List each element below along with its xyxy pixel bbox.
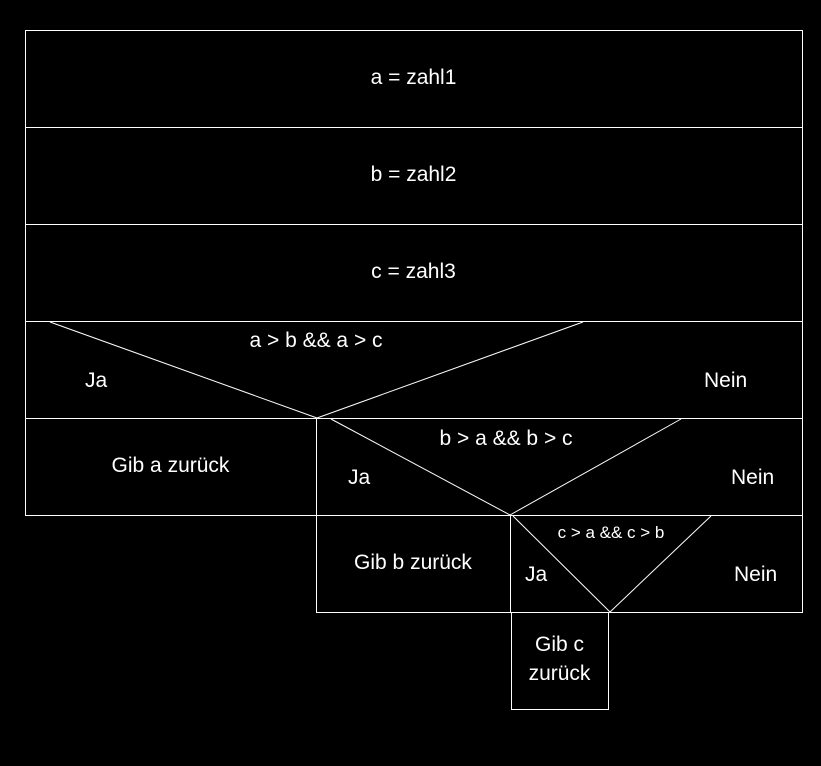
decision2-diagonal-right bbox=[509, 418, 682, 516]
decision2-yes-action: Gib b zurück bbox=[354, 551, 472, 574]
decision1-diagonal-right bbox=[316, 321, 584, 419]
statement-a-label: a = zahl1 bbox=[370, 66, 457, 89]
decision3-no-label: Nein bbox=[734, 563, 778, 586]
statement-c-label: c = zahl3 bbox=[371, 260, 456, 283]
decision1-no-label: Nein bbox=[704, 369, 748, 392]
decision3-diagonal-right bbox=[609, 515, 712, 613]
decision1-yes-action: Gib a zurück bbox=[111, 454, 230, 477]
decision2-yes-label: Ja bbox=[348, 466, 371, 489]
decision3-yes-label: Ja bbox=[525, 563, 548, 586]
decision3-yes-action-line1: Gib c bbox=[534, 633, 584, 656]
decision1-condition: a > b && a > c bbox=[249, 329, 383, 352]
decision3-yes-block bbox=[511, 612, 609, 710]
decision1-diagonal-left bbox=[49, 321, 318, 419]
decision1-yes-label: Ja bbox=[85, 369, 108, 392]
decision3-header bbox=[510, 515, 803, 613]
decision2-condition: b > a && b > c bbox=[439, 427, 573, 450]
decision2-no-label: Nein bbox=[731, 466, 775, 489]
decision3-yes-action-line2: zurück bbox=[528, 662, 591, 685]
statement-b-label: b = zahl2 bbox=[370, 163, 457, 186]
decision3-diagonal-left bbox=[512, 515, 611, 613]
decision2-diagonal-left bbox=[330, 418, 511, 516]
decision3-condition: c > a && c > b bbox=[557, 523, 665, 542]
